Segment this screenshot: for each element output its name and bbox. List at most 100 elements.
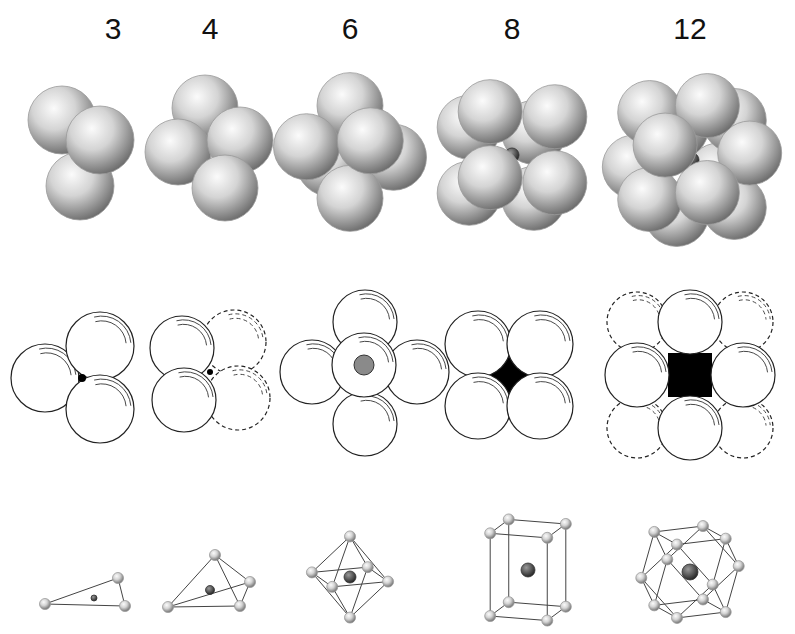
shading-arc: [359, 396, 394, 421]
interstitial-site: [354, 355, 374, 375]
polyhedron-edge: [312, 536, 350, 572]
shading-arc: [739, 300, 766, 320]
shading-arc: [631, 347, 666, 372]
polyhedron-edge: [215, 555, 250, 582]
ligand-sphere: [163, 602, 174, 613]
sphere-outline: [507, 373, 573, 439]
shading-arc: [359, 294, 394, 319]
ligand-sphere: [120, 601, 131, 612]
ligand-sphere: [633, 113, 697, 177]
ligand-sphere: [720, 607, 731, 618]
polyhedron-edge: [168, 555, 215, 607]
shading-arc: [361, 298, 390, 319]
ligand-sphere: [235, 601, 246, 612]
ligand-sphere: [672, 612, 683, 623]
shading-arc: [232, 370, 267, 395]
ligand-sphere: [733, 561, 744, 572]
shading-arc: [94, 379, 131, 406]
ligand-sphere: [113, 573, 124, 584]
ligand-sphere: [458, 146, 522, 210]
shading-arc: [178, 324, 207, 345]
polyhedron-edge: [667, 559, 703, 599]
shading-arc: [684, 294, 719, 319]
interstitial-site: [78, 374, 86, 382]
polyhedron-edge: [641, 578, 677, 618]
sphere-outline: [333, 392, 397, 456]
ligand-sphere: [192, 155, 258, 221]
ligand-sphere: [560, 518, 571, 529]
ligand-sphere: [210, 550, 221, 561]
sphere-outline: [445, 311, 511, 377]
ligand-sphere: [66, 106, 134, 174]
shading-arc: [739, 406, 766, 426]
polyhedron-edge: [490, 616, 547, 621]
sphere-packings: [28, 73, 782, 247]
sphere-outline: [152, 368, 216, 432]
coordination-number: 12: [673, 14, 706, 44]
coordination-polyhedra: [40, 514, 745, 626]
polyhedron-edge: [641, 545, 677, 578]
ligand-sphere: [317, 165, 383, 231]
polyhedron-edge: [509, 519, 566, 524]
shading-arc: [95, 321, 126, 343]
shading-arc: [633, 406, 660, 426]
shading-arc: [180, 376, 209, 397]
sphere-outline: [66, 312, 134, 380]
ligand-sphere: [542, 532, 553, 543]
sphere-outline: [605, 343, 669, 407]
polyhedron-edge: [641, 532, 654, 578]
sphere-outline: [658, 396, 722, 460]
polyhedron-edge: [713, 539, 726, 585]
ligand-sphere: [560, 601, 571, 612]
ligand-sphere: [485, 611, 496, 622]
polyhedron-edge: [677, 545, 713, 585]
ligand-sphere: [40, 599, 51, 610]
ligand-sphere: [306, 567, 317, 578]
ligand-sphere: [672, 539, 683, 550]
polyhedron-edge: [654, 526, 703, 532]
shading-arc: [95, 384, 126, 406]
ligand-sphere: [649, 526, 660, 537]
sphere-outline: [507, 311, 573, 377]
shading-arc: [474, 382, 504, 404]
shading-arc: [534, 377, 570, 403]
ligand-sphere: [383, 576, 394, 587]
central-atom: [91, 595, 97, 601]
shading-arc: [411, 344, 446, 369]
polyhedron-edge: [508, 519, 509, 602]
interstitial-site: [668, 353, 712, 397]
coordination-number: 3: [105, 14, 122, 44]
ligand-sphere: [485, 528, 496, 539]
sphere-outline: [66, 375, 134, 443]
ligand-sphere: [697, 521, 708, 532]
polyhedron-edge: [490, 533, 547, 538]
polyhedron-edge: [667, 526, 703, 559]
ligand-sphere: [345, 531, 356, 542]
coordination-number: 8: [504, 14, 521, 44]
central-atom: [206, 586, 215, 595]
ligand-sphere: [327, 581, 338, 592]
shading-arc: [178, 372, 213, 397]
ligand-sphere: [707, 579, 718, 590]
ligand-sphere: [542, 615, 553, 626]
shading-arc: [228, 314, 263, 339]
polyhedron-edge: [654, 559, 667, 605]
coordination-number: 4: [202, 14, 219, 44]
polyhedron-edge: [312, 567, 368, 572]
central-atom: [344, 571, 356, 583]
outline-views: [11, 290, 775, 460]
shading-arc: [234, 374, 263, 395]
polyhedron-edge: [677, 585, 713, 618]
ligand-sphere: [503, 597, 514, 608]
sphere-outline: [711, 343, 775, 407]
shading-arc: [686, 298, 715, 319]
ligand-sphere: [662, 554, 673, 565]
shading-arc: [474, 320, 504, 342]
shading-arc: [472, 315, 508, 341]
shading-arc: [536, 382, 566, 404]
ligand-sphere: [362, 562, 373, 573]
ligand-sphere: [618, 167, 682, 231]
shading-arc: [413, 348, 442, 369]
